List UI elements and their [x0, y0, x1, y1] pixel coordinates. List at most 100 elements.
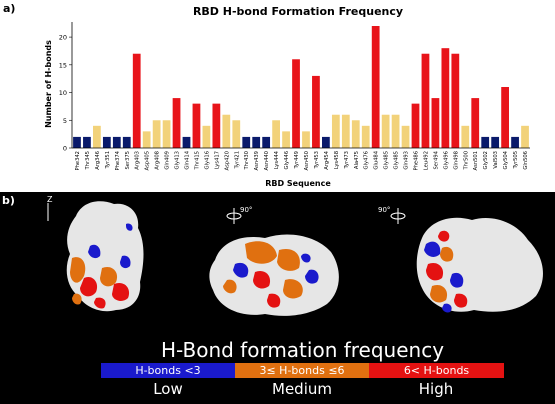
x-tick-label: Thr415: [194, 151, 200, 171]
protein-surface-back: [416, 217, 543, 313]
bar: [152, 120, 161, 148]
x-tick-label: Thr500: [463, 151, 469, 171]
x-tick-label: Thr345: [85, 151, 91, 171]
x-tick-label: Ala475: [354, 151, 360, 169]
bar-chart: RBD H-bond Formation Frequency Number of…: [44, 5, 530, 188]
x-tick-label: Phe486: [414, 151, 420, 171]
bar: [501, 87, 509, 148]
bar: [312, 75, 320, 148]
bar: [341, 114, 350, 148]
bar: [122, 136, 131, 148]
x-tick-label: Gly504: [503, 150, 509, 169]
x-tick-label: Arg454: [324, 150, 330, 169]
x-tick-label: Ser494: [433, 150, 439, 169]
rotate-icon-2: [390, 208, 406, 224]
y-tick-label: 0: [63, 145, 67, 153]
x-tick-label: Gly485: [394, 151, 400, 169]
bar: [361, 125, 370, 148]
rotation-label-1: 90°: [240, 206, 253, 214]
legend-high-bar: 6< H-bonds: [369, 363, 504, 378]
bar: [481, 136, 490, 148]
bar: [192, 103, 201, 148]
protein-surface-front: [66, 201, 144, 312]
bar: [222, 114, 231, 148]
x-tick-label: Asn440: [264, 151, 270, 170]
x-tick-label: Gln506: [523, 151, 529, 170]
x-tick-label: Ser375: [125, 151, 131, 170]
x-tick-label: Tyr473: [344, 151, 350, 169]
bar: [521, 125, 529, 148]
bar: [371, 26, 380, 148]
x-tick-label: Tyr505: [513, 151, 519, 169]
bar: [401, 125, 410, 148]
x-tick-label: Lys444: [274, 150, 280, 169]
x-tick-label: Leu492: [423, 151, 429, 170]
y-tick-label: 5: [63, 117, 67, 125]
x-tick-label: Glu484: [374, 150, 380, 169]
bar: [242, 136, 251, 148]
x-tick-label: Thr430: [244, 151, 250, 171]
legend-high-label: High: [418, 380, 454, 398]
bar: [172, 98, 181, 148]
y-tick-label: 10: [59, 89, 67, 97]
panel-b: b) Z 90° 90°: [0, 192, 555, 404]
bar: [73, 136, 81, 148]
x-tick-label: Asp405: [145, 151, 151, 170]
x-tick-label: Asn450: [304, 151, 310, 170]
bar: [411, 103, 420, 148]
y-tick-label: 15: [59, 61, 67, 69]
bar: [421, 53, 430, 148]
x-tick-label: Lys417: [214, 151, 220, 169]
x-tick-label: Lys458: [334, 151, 340, 169]
x-tick-label: Arg403: [135, 151, 141, 170]
bar: [322, 136, 330, 148]
x-tick-label: Gly446: [284, 151, 290, 169]
bar: [93, 125, 101, 148]
z-axis-label-1: Z: [47, 195, 53, 204]
chart-title: RBD H-bond Formation Frequency: [193, 5, 403, 18]
legend-low-bar: H-bonds <3: [101, 363, 235, 378]
legend-low-label: Low: [153, 380, 183, 398]
x-tick-label: Tyr351: [105, 151, 111, 169]
bar: [461, 125, 470, 148]
panel-a-label: a): [3, 2, 16, 15]
bar: [351, 120, 360, 148]
bar: [511, 136, 519, 148]
bar: [102, 136, 111, 148]
bar: [391, 114, 400, 148]
bar: [83, 136, 91, 148]
bar: [162, 120, 171, 148]
bar: [142, 131, 151, 148]
panel-b-label: b): [2, 194, 15, 207]
bar: [381, 114, 390, 148]
bar: [441, 48, 450, 148]
x-tick-label: Asn439: [254, 151, 260, 170]
x-tick-label: Gly476: [364, 151, 370, 169]
x-tick-label: Tyr421: [234, 151, 240, 169]
x-tick-label: Gln493: [404, 151, 410, 170]
bar: [302, 131, 310, 148]
x-tick-label: Asp420: [224, 151, 230, 170]
rotate-icon-1: [226, 208, 242, 224]
x-tick-label: Phe342: [75, 151, 81, 171]
panel-a: a) RBD H-bond Formation Frequency Number…: [0, 0, 555, 190]
rotation-label-2: 90°: [378, 206, 391, 214]
x-tick-label: Gly496: [443, 151, 449, 169]
bar: [272, 120, 280, 148]
protein-surface-side: [209, 234, 339, 316]
legend-medium-bar: 3≤ H-bonds ≤6: [235, 363, 369, 378]
x-axis-label: RBD Sequence: [265, 179, 331, 188]
x-tick-label: Val503: [493, 151, 499, 169]
y-tick-label: 20: [59, 34, 67, 42]
bar: [252, 136, 261, 148]
z-axis-icon: [47, 203, 49, 221]
bar: [232, 120, 241, 148]
bar: [212, 103, 221, 148]
bar: [471, 98, 480, 148]
bar: [331, 114, 340, 148]
bar: [202, 125, 211, 148]
x-tick-label: Gly502: [483, 151, 489, 169]
x-tick-label: Gln409: [165, 151, 171, 170]
bar: [262, 136, 271, 148]
